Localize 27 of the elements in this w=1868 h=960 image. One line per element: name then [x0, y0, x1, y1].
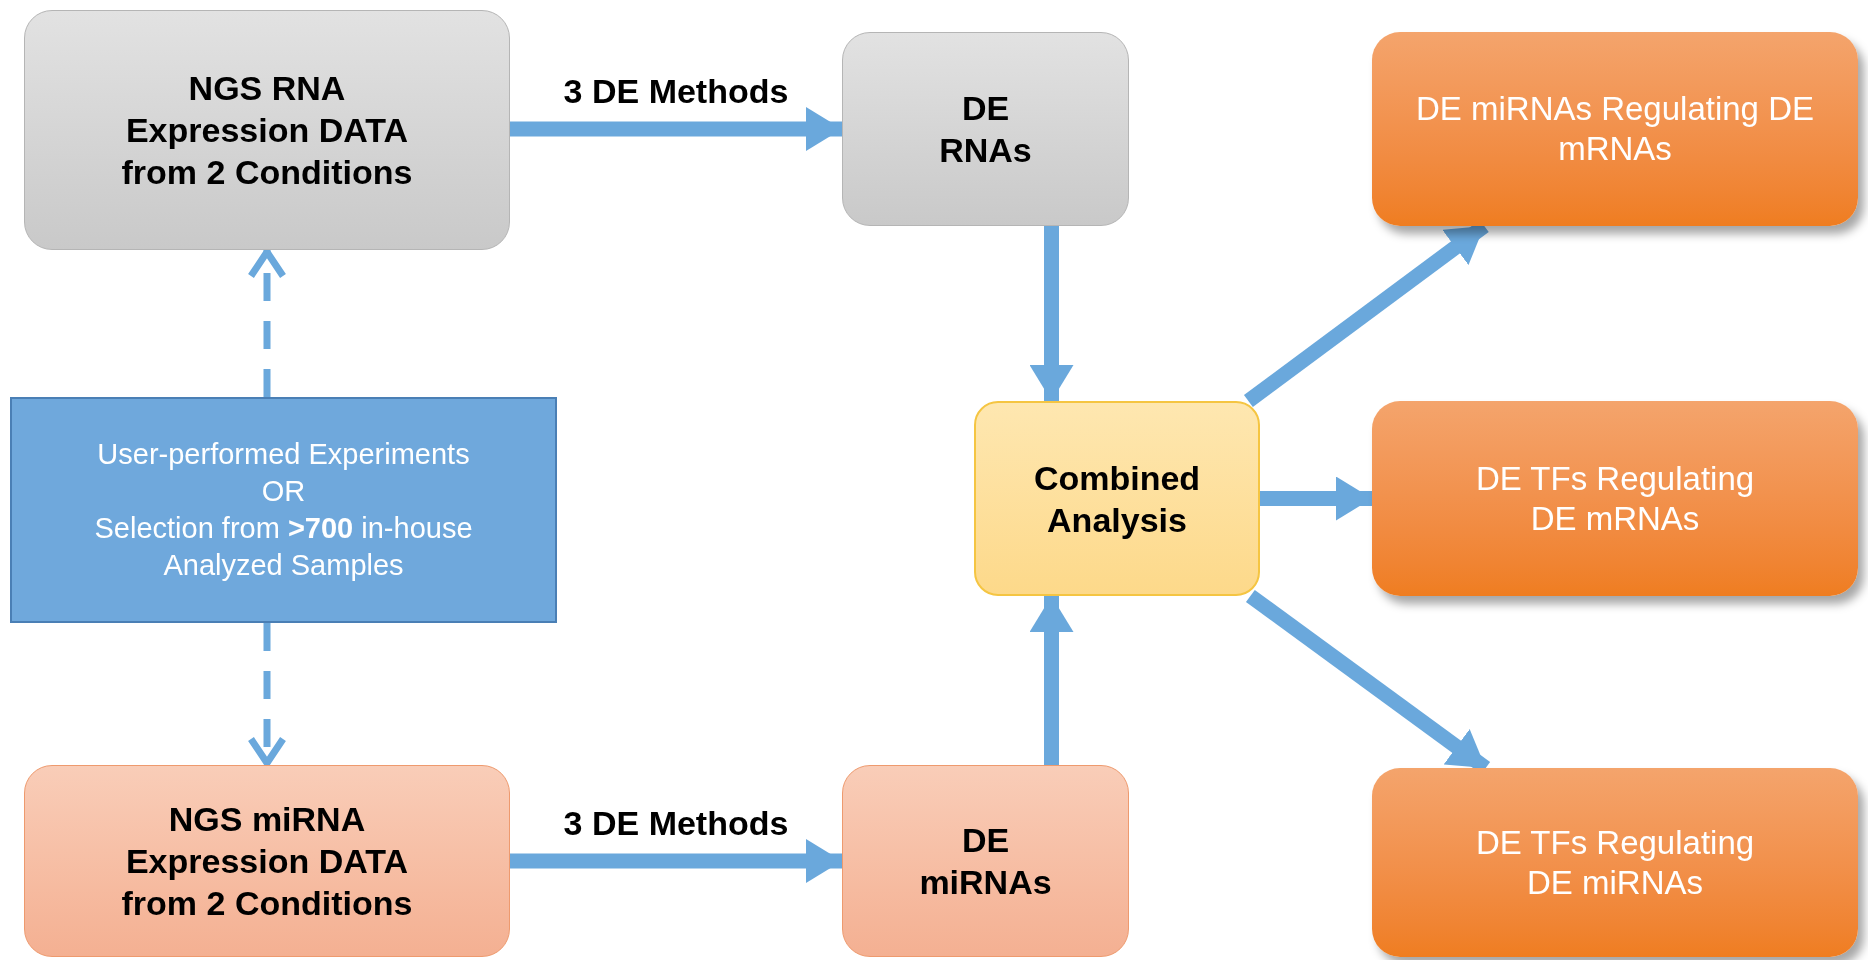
node-text: Selection from >700 in-house Analyzed Samples [93, 511, 474, 583]
source-box [10, 397, 557, 623]
process-box [24, 765, 510, 957]
node-text: DE miRNAs [918, 820, 1053, 903]
arrow [1029, 596, 1074, 765]
node-text: DE RNAs [938, 88, 1033, 171]
result-box [1372, 768, 1858, 957]
process-box [24, 10, 510, 250]
dashed-arrow [247, 248, 287, 397]
node-text: DE TFs Regulating DE miRNAs [1474, 822, 1756, 903]
node-text: User-performed Experiments [96, 437, 471, 472]
node-text: OR [260, 474, 307, 509]
node-text: DE miRNAs Regulating DE mRNAs [1415, 89, 1815, 169]
arrow [510, 839, 842, 883]
process-box [842, 32, 1129, 226]
node-text: NGS RNA Expression DATA from 2 Conditions [120, 68, 414, 193]
node-text: NGS miRNA Expression DATA from 2 Conditions [120, 799, 414, 924]
dashed-arrow [247, 623, 287, 767]
arrow [1260, 476, 1372, 521]
node-text: DE TFs Regulating DE mRNAs [1474, 458, 1756, 539]
process-box [974, 401, 1260, 596]
process-box [842, 765, 1129, 957]
result-box [1372, 32, 1858, 226]
arrow [1029, 226, 1074, 401]
arrow [510, 107, 842, 151]
result-box [1372, 401, 1858, 596]
node-text: Combined Analysis [1032, 457, 1202, 541]
